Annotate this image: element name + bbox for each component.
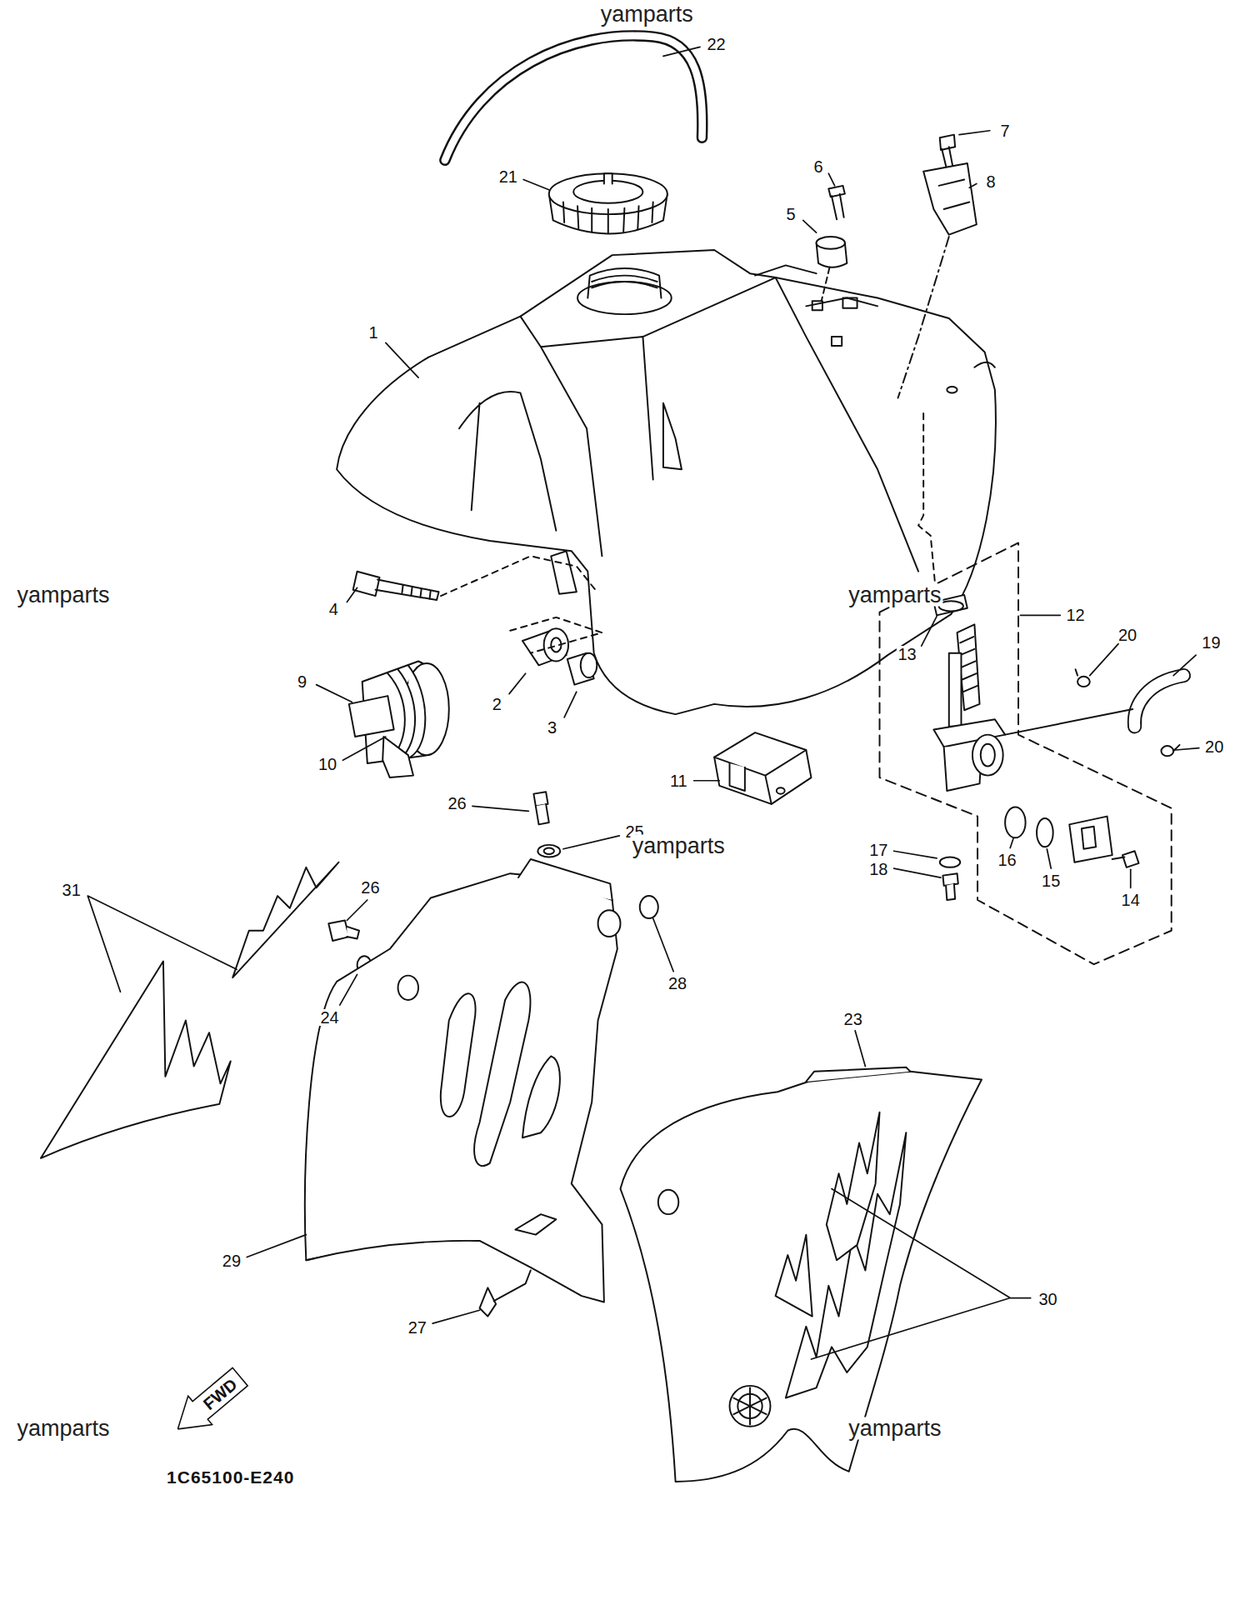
callout-number: 8 bbox=[984, 173, 997, 190]
callout-number: 26 bbox=[445, 795, 468, 812]
right-side-cover bbox=[620, 1067, 981, 1482]
breather-hose bbox=[445, 35, 703, 160]
fuel-pipe bbox=[1134, 675, 1184, 727]
callout-number: 29 bbox=[220, 1252, 243, 1270]
callout-number: 19 bbox=[1200, 634, 1222, 651]
fuel-pipe-inner bbox=[1134, 675, 1184, 727]
direction-arrow: FWD bbox=[165, 1361, 254, 1445]
callout-number: 15 bbox=[1040, 872, 1062, 890]
left-side-cover bbox=[305, 859, 621, 1302]
callout-number: 1 bbox=[367, 324, 380, 341]
callout-number: 9 bbox=[295, 673, 309, 690]
watermark: yamparts bbox=[15, 1417, 111, 1440]
callout-number: 2 bbox=[490, 695, 504, 713]
callout-number: 13 bbox=[895, 645, 918, 663]
callout-number: 7 bbox=[999, 122, 1012, 140]
tank-bolt bbox=[353, 555, 598, 600]
callout-number: 31 bbox=[60, 881, 83, 899]
callout-number: 10 bbox=[316, 755, 339, 773]
callout-number: 3 bbox=[545, 719, 559, 736]
callout-number: 28 bbox=[666, 975, 689, 992]
callout-number: 12 bbox=[1064, 606, 1086, 624]
fuel-cap bbox=[549, 173, 668, 234]
watermark: yamparts bbox=[15, 583, 111, 606]
callout-number: 24 bbox=[318, 1009, 340, 1026]
callout-number: 16 bbox=[995, 851, 1018, 869]
callout-number: 11 bbox=[668, 772, 690, 790]
diagram-code: 1C65100-E240 bbox=[165, 1467, 296, 1485]
callout-number: 4 bbox=[327, 600, 340, 618]
watermark: yamparts bbox=[846, 583, 943, 606]
callout-number: 26 bbox=[359, 879, 381, 896]
callout-number: 17 bbox=[867, 841, 890, 859]
callout-number: 14 bbox=[1120, 891, 1142, 909]
tank-cover bbox=[714, 732, 811, 805]
fuel-tank bbox=[336, 250, 996, 715]
callout-number: 6 bbox=[811, 158, 825, 175]
callout-number: 18 bbox=[867, 860, 890, 878]
callout-number: 22 bbox=[705, 35, 727, 53]
callout-number: 23 bbox=[842, 1010, 865, 1028]
left-decal bbox=[40, 862, 340, 1159]
leader-lines bbox=[87, 46, 1199, 1360]
seat-bracket-parts bbox=[816, 135, 977, 603]
callout-number: 20 bbox=[1203, 738, 1225, 755]
callout-number: 21 bbox=[497, 168, 520, 185]
watermark: yamparts bbox=[846, 1417, 943, 1440]
arrow-shape bbox=[165, 1362, 253, 1444]
hose-clips bbox=[1005, 669, 1180, 756]
watermark: yamparts bbox=[599, 3, 695, 26]
watermark: yamparts bbox=[630, 835, 727, 858]
callout-number: 30 bbox=[1036, 1290, 1059, 1308]
fuel-petcock bbox=[933, 595, 1139, 900]
band-fitting bbox=[349, 660, 450, 778]
callout-number: 27 bbox=[406, 1319, 429, 1336]
callout-number: 20 bbox=[1116, 626, 1139, 644]
callout-number: 5 bbox=[784, 205, 797, 223]
breather-hose-inner bbox=[445, 35, 703, 160]
